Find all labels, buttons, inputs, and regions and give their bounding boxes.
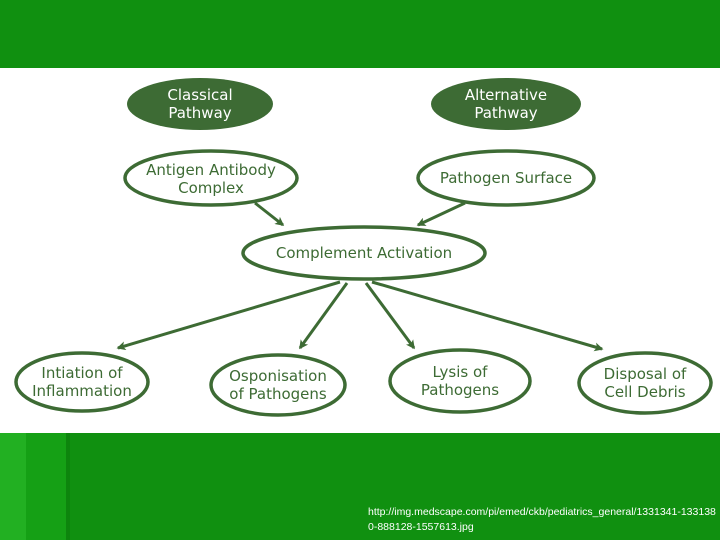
node-label-line: Cell Debris — [604, 383, 685, 401]
arrow-pathogen-surface-to-activation — [416, 201, 466, 227]
bottom-green-band — [0, 433, 720, 540]
image-source-url: http://img.medscape.com/pi/emed/ckb/pedi… — [368, 506, 716, 533]
decorative-stripe — [26, 433, 66, 540]
decorative-stripe — [0, 433, 26, 540]
node-label-line: Lysis of — [433, 363, 489, 381]
node-label-line: Alternative — [465, 86, 547, 104]
arrow-activation-to-disposal — [371, 280, 604, 352]
node-label-line: Antigen Antibody — [146, 161, 276, 179]
node-pathogen-surface: Pathogen Surface — [416, 149, 596, 207]
node-initiation-of-inflammation: Intiation of Inflammation — [14, 351, 150, 413]
arrow-activation-to-opsonisation — [298, 282, 349, 350]
node-label-line: Complement Activation — [276, 244, 452, 262]
arrow-activation-to-lysis — [364, 282, 416, 350]
node-label-line: Pathogens — [421, 381, 499, 399]
node-lysis-of-pathogens: Lysis of Pathogens — [388, 348, 532, 414]
node-label-line: Classical — [167, 86, 232, 104]
node-classical-pathway: Classical Pathway — [127, 78, 273, 130]
arrow-activation-to-inflammation — [116, 280, 341, 351]
decorative-stripe — [66, 433, 70, 540]
node-label-line: Disposal of — [604, 365, 687, 383]
top-green-band — [0, 0, 720, 68]
node-label-line: Intiation of — [41, 364, 123, 382]
node-antigen-antibody-complex: Antigen Antibody Complex — [123, 149, 299, 207]
node-label-line: Pathway — [474, 104, 537, 122]
node-label-line: Osponisation — [229, 367, 327, 385]
node-disposal-of-cell-debris: Disposal of Cell Debris — [577, 351, 713, 415]
node-label-line: Complex — [178, 179, 244, 197]
node-opsonisation-of-pathogens: Osponisation of Pathogens — [209, 353, 347, 417]
node-complement-activation: Complement Activation — [241, 225, 487, 281]
node-label-line: Pathogen Surface — [440, 169, 572, 187]
node-alternative-pathway: Alternative Pathway — [431, 78, 581, 130]
node-label-line: Inflammation — [32, 382, 132, 400]
node-label-line: Pathway — [168, 104, 231, 122]
arrow-antigen-to-activation — [254, 201, 285, 227]
node-label-line: of Pathogens — [229, 385, 327, 403]
